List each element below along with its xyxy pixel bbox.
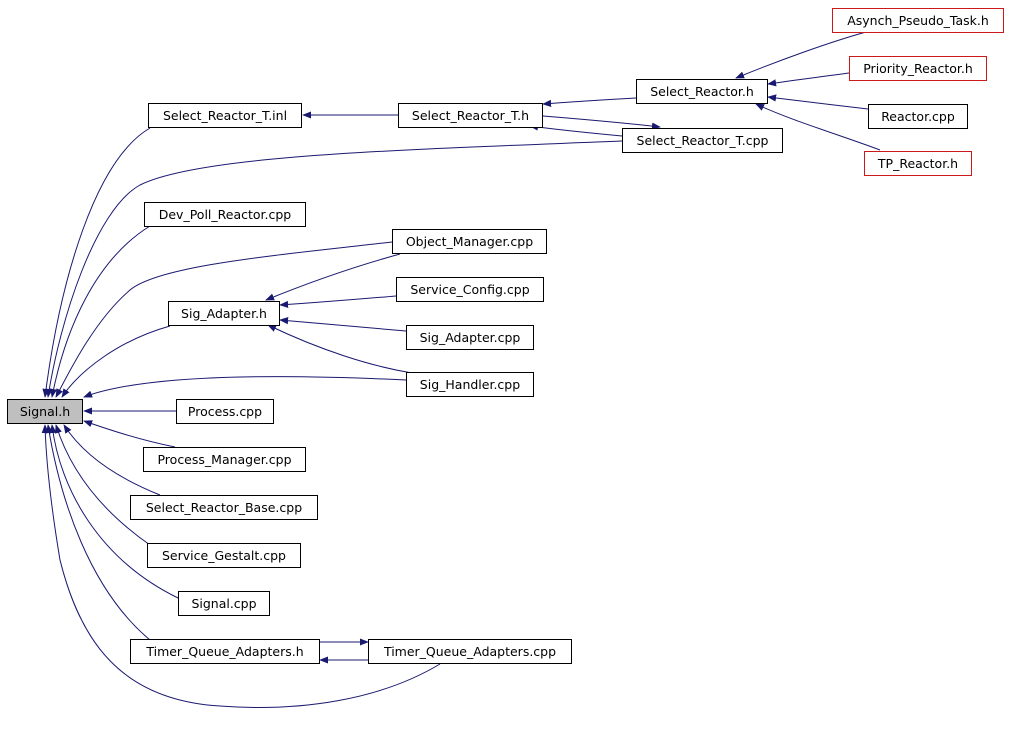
node-process-cpp[interactable]: Process.cpp — [176, 399, 274, 424]
edge-priority-reactor-h-to-select-reactor-h — [767, 72, 850, 87]
node-service-gestalt-cpp[interactable]: Service_Gestalt.cpp — [147, 543, 301, 568]
edge-tp-reactor-h-to-select-reactor-h — [755, 103, 881, 151]
node-sig-handler-cpp[interactable]: Sig_Handler.cpp — [406, 372, 534, 397]
edge-timer-queue-adapters-h-to-signal-h — [45, 424, 151, 641]
edge-select-reactor-t-cpp-to-signal-h — [45, 140, 623, 398]
node-timer-queue-adapters-h[interactable]: Timer_Queue_Adapters.h — [130, 639, 320, 664]
edge-sig-handler-cpp-to-sig-adapter-h — [267, 324, 413, 374]
node-sig-adapter-cpp[interactable]: Sig_Adapter.cpp — [406, 325, 534, 350]
edge-service-gestalt-cpp-to-signal-h — [54, 424, 151, 546]
edge-select-reactor-base-cpp-to-signal-h — [63, 424, 161, 496]
node-asynch-pseudo-task-h[interactable]: Asynch_Pseudo_Task.h — [832, 8, 1004, 33]
node-tp-reactor-h[interactable]: TP_Reactor.h — [864, 151, 972, 176]
edge-sig-adapter-h-to-signal-h — [61, 325, 171, 398]
edge-sig-adapter-cpp-to-sig-adapter-h — [279, 317, 407, 332]
node-sig-adapter-h[interactable]: Sig_Adapter.h — [168, 301, 280, 326]
edge-reactor-cpp-to-select-reactor-h — [767, 94, 869, 110]
edge-dev-poll-reactor-cpp-to-signal-h — [50, 225, 151, 398]
node-process-manager-cpp[interactable]: Process_Manager.cpp — [143, 447, 306, 472]
node-signal-cpp[interactable]: Signal.cpp — [178, 591, 270, 616]
edge-timer-queue-adapters-cpp-to-signal-h — [41, 424, 441, 708]
edge-process-manager-cpp-to-signal-h — [83, 420, 176, 448]
node-select-reactor-t-h[interactable]: Select_Reactor_T.h — [398, 103, 543, 128]
edge-select-reactor-t-h-to-select-reactor-t-cpp — [542, 115, 661, 130]
node-select-reactor-h[interactable]: Select_Reactor.h — [636, 79, 768, 104]
node-timer-queue-adapters-cpp[interactable]: Timer_Queue_Adapters.cpp — [368, 639, 572, 664]
node-select-reactor-t-inl[interactable]: Select_Reactor_T.inl — [148, 103, 302, 128]
edge-service-config-cpp-to-sig-adapter-h — [279, 295, 397, 309]
edge-select-reactor-h-to-select-reactor-t-h — [542, 97, 637, 107]
edge-select-reactor-t-inl-to-signal-h — [42, 127, 151, 398]
node-priority-reactor-h[interactable]: Priority_Reactor.h — [849, 56, 987, 81]
node-dev-poll-reactor-cpp[interactable]: Dev_Poll_Reactor.cpp — [144, 202, 306, 227]
node-select-reactor-base-cpp[interactable]: Select_Reactor_Base.cpp — [130, 495, 318, 520]
edge-object-manager-cpp-to-signal-h — [55, 241, 393, 398]
edge-signal-cpp-to-signal-h — [49, 424, 179, 599]
edge-asynch-pseudo-task-h-to-select-reactor-h — [735, 31, 867, 79]
node-signal-h: Signal.h — [7, 399, 83, 424]
edge-select-reactor-t-cpp-to-select-reactor-t-h — [529, 123, 623, 137]
node-reactor-cpp[interactable]: Reactor.cpp — [868, 104, 968, 129]
edge-object-manager-cpp-to-sig-adapter-h — [265, 253, 401, 301]
edge-sig-handler-cpp-to-signal-h — [83, 376, 407, 398]
node-service-config-cpp[interactable]: Service_Config.cpp — [396, 277, 544, 302]
node-object-manager-cpp[interactable]: Object_Manager.cpp — [392, 229, 547, 254]
node-select-reactor-t-cpp[interactable]: Select_Reactor_T.cpp — [622, 128, 783, 153]
